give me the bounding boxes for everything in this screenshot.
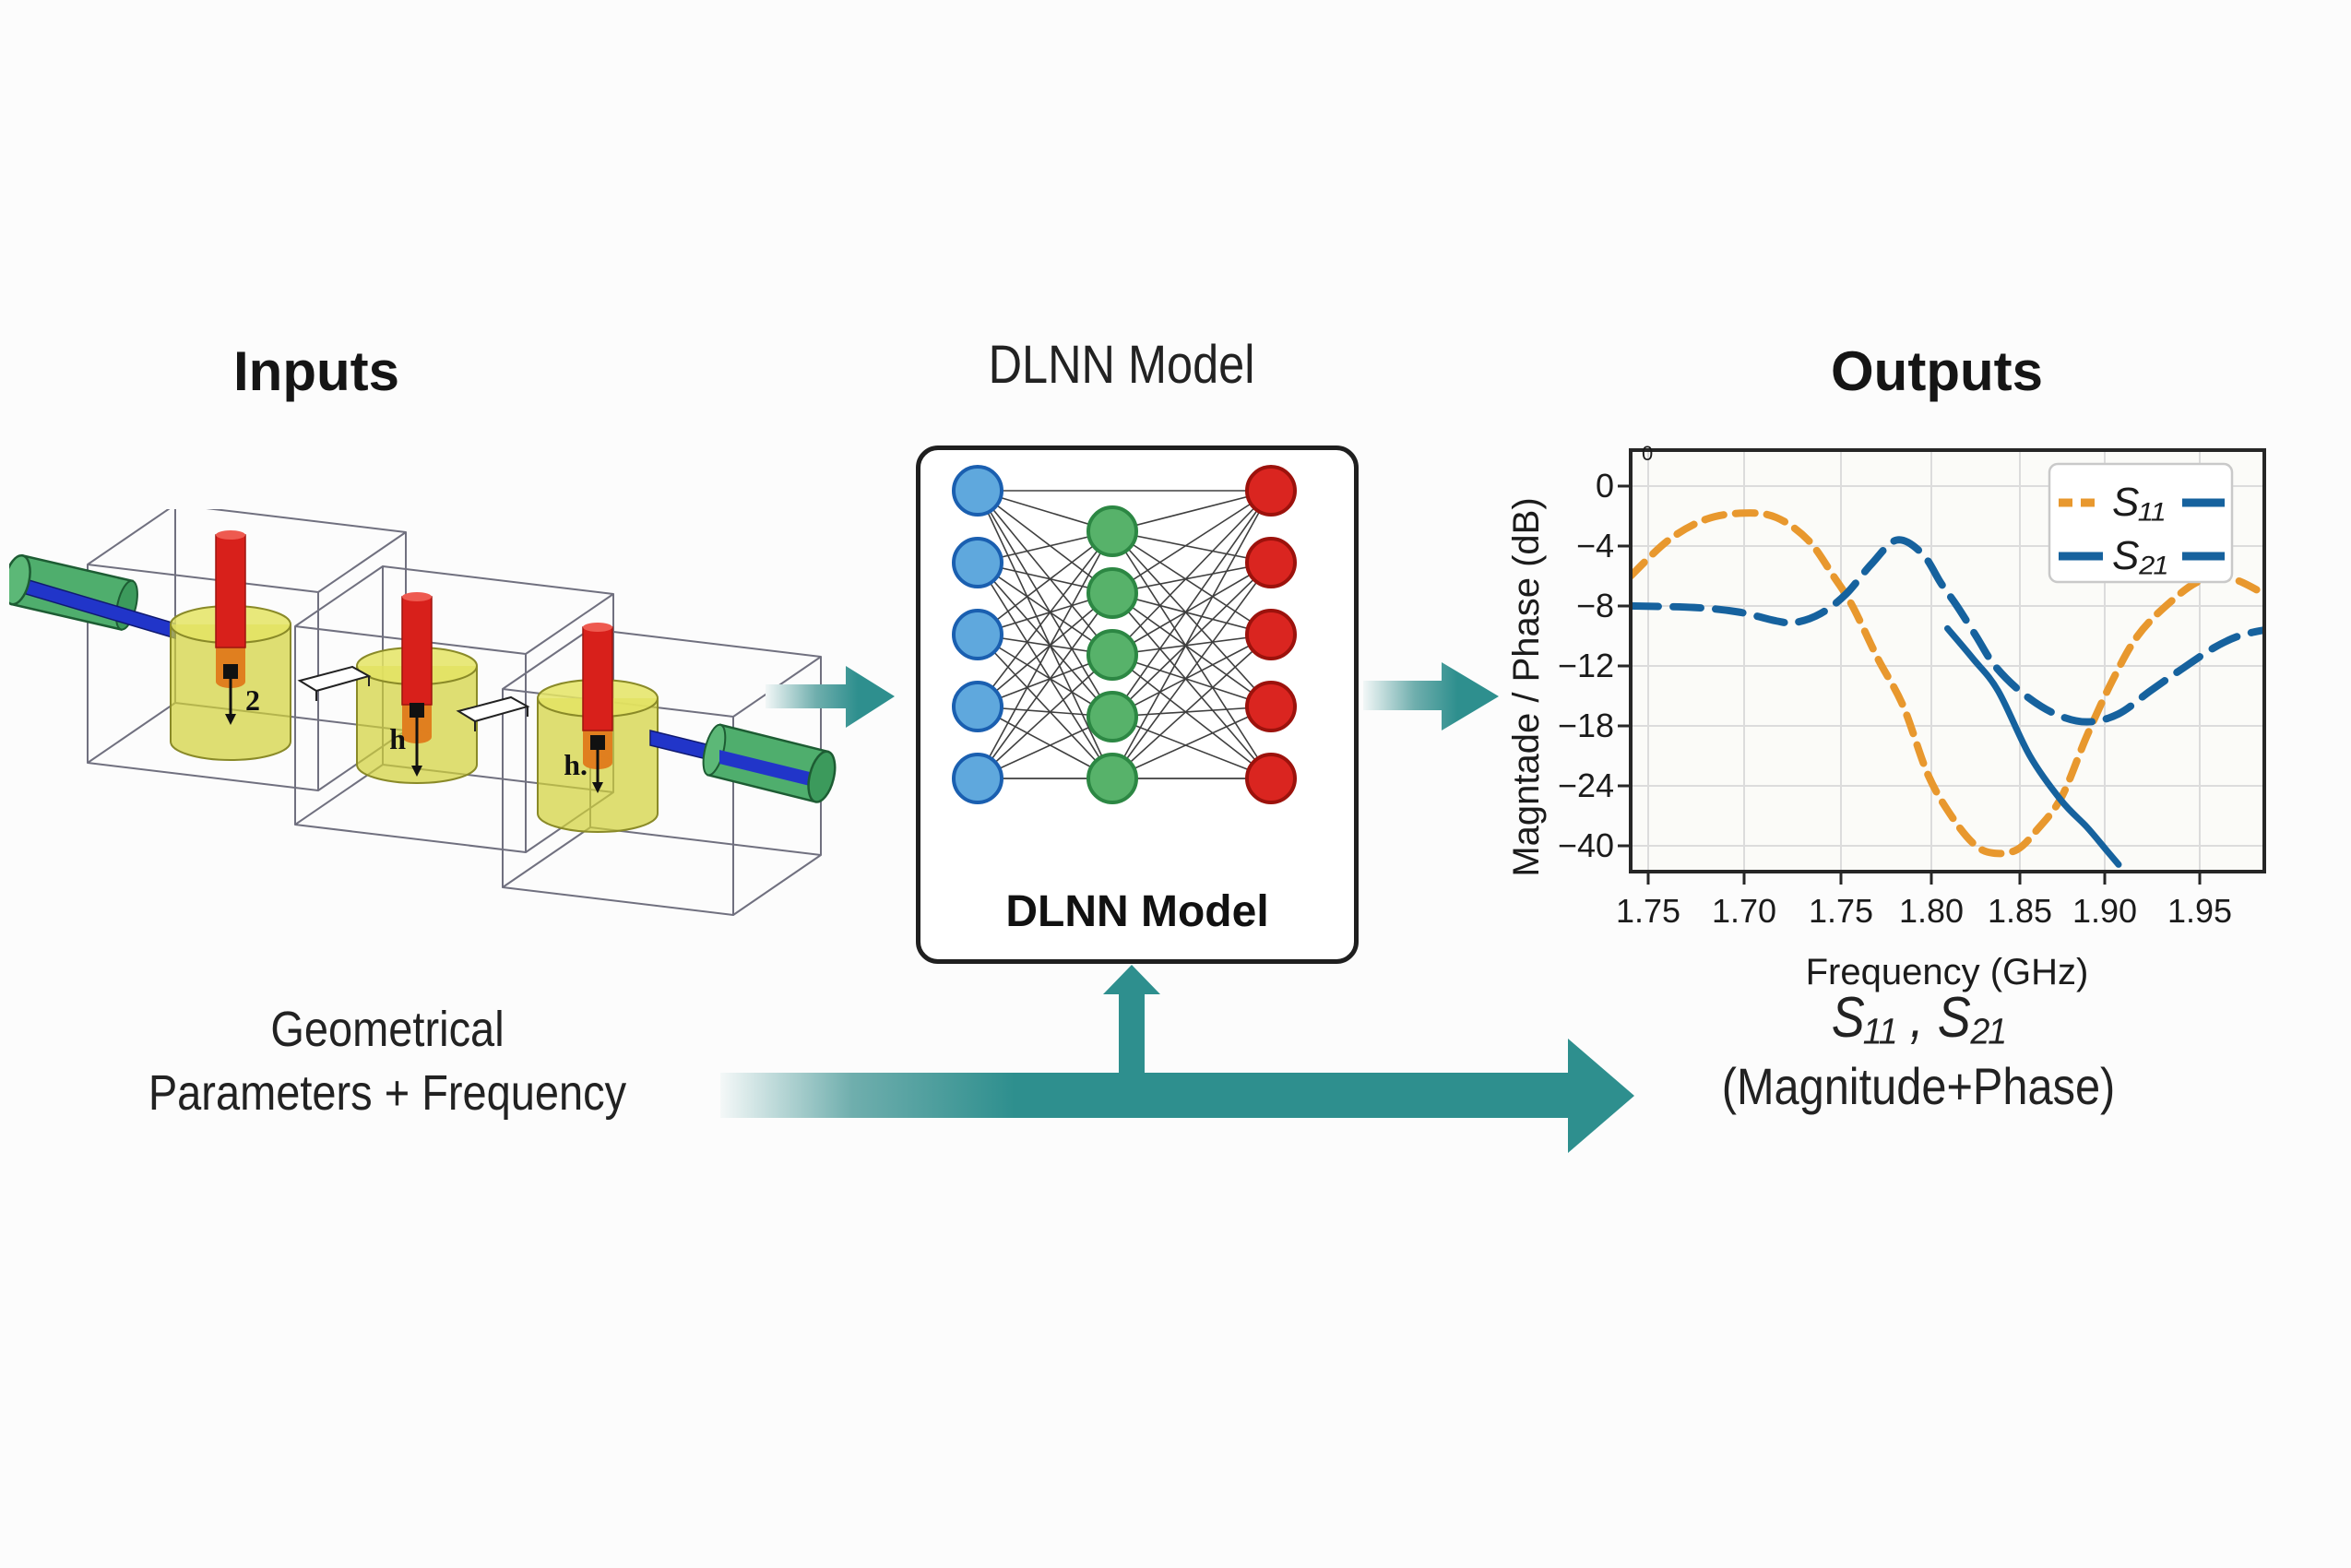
nn-node-output-1 (1245, 537, 1297, 588)
x-tick-3: 1.80 (1899, 892, 1964, 930)
chart-legend: S₁₁ S₂₁ (2048, 462, 2234, 584)
x-tick-0: 1.75 (1616, 892, 1680, 930)
nn-node-hidden-4 (1086, 753, 1138, 804)
y-tick-2: −8 (1576, 587, 1614, 624)
y-tick-5: −24 (1558, 766, 1614, 804)
nn-node-output-4 (1245, 753, 1297, 804)
x-tick-1: 1.70 (1712, 892, 1776, 930)
nn-node-input-2 (952, 609, 1003, 660)
x-tick-6: 1.95 (2167, 892, 2232, 930)
sparams-chart: 0 −4 −8 −12 −18 −24 −40 1.75 1.70 1.75 1… (1506, 442, 2266, 992)
legend-label-s11: S₁₁ (2112, 480, 2165, 525)
curve-S21-dashed (1633, 536, 2262, 726)
x-tick-4: 1.85 (1988, 892, 2052, 930)
resonator-label-1: 2 (245, 683, 260, 717)
nn-node-hidden-1 (1086, 567, 1138, 619)
coax-connector-left (9, 553, 176, 640)
nn-node-input-4 (952, 753, 1003, 804)
y-axis-title: Magntade / Phase (dB) (1506, 497, 1547, 876)
coax-connector-right (649, 723, 837, 803)
x-axis-title: Frequency (GHz) (1806, 952, 2089, 992)
resonator-label-3: h. (564, 748, 588, 781)
x-tick-2: 1.75 (1809, 892, 1873, 930)
chart-spines (1629, 448, 2266, 873)
x-tick-labels: 1.75 1.70 1.75 1.80 1.85 1.90 1.95 (1616, 892, 2232, 930)
nn-node-input-1 (952, 537, 1003, 588)
chart-curves (1633, 509, 2262, 868)
curve-S11 (1633, 509, 2262, 858)
chart-ticks (1618, 484, 2202, 885)
caption-line-2: Parameters + Frequency (148, 1065, 627, 1122)
y-tick-0: 0 (1596, 467, 1614, 505)
outputs-result-caption: S₁₁ , S₂₁ (Magnitude+Phase) (1660, 985, 2177, 1116)
resonator-depth-markers: 2 h h. (223, 664, 605, 793)
result-sparams: S₁₁ , S₂₁ (1831, 986, 2006, 1050)
y-tick-labels: 0 −4 −8 −12 −18 −24 −40 (1558, 467, 1614, 864)
nn-node-hidden-0 (1086, 505, 1138, 557)
result-magnitude-phase: (Magnitude+Phase) (1721, 1057, 2116, 1115)
y-tick-4: −18 (1558, 707, 1614, 744)
geometrical-parameters-caption: Geometrical Parameters + Frequency (123, 998, 652, 1125)
outputs-title: Outputs (1831, 340, 2043, 402)
nn-node-hidden-2 (1086, 629, 1138, 681)
y-tick-1: −4 (1576, 527, 1614, 564)
coupling-slots (297, 665, 530, 731)
nn-node-input-0 (952, 465, 1003, 517)
model-title: DLNN Model (988, 335, 1255, 395)
arrow-params-up-to-model (1103, 965, 1160, 1098)
nn-node-output-2 (1245, 609, 1297, 660)
neural-network (952, 465, 1297, 804)
cavity-filter-3d-model: 2 h h. (9, 509, 837, 916)
nn-node-output-3 (1245, 681, 1297, 732)
y-tick-3: −12 (1558, 647, 1614, 684)
dlnn-model-box: DLNN Model (916, 445, 1359, 964)
nn-node-hidden-3 (1086, 691, 1138, 742)
x-tick-5: 1.90 (2072, 892, 2137, 930)
inputs-title: Inputs (233, 340, 399, 402)
y-tick-6: −40 (1558, 826, 1614, 864)
nn-node-output-0 (1245, 465, 1297, 517)
curve-S21-solid (1944, 624, 2122, 868)
chart-grid (1631, 450, 2264, 872)
resonator-label-2: h (389, 722, 406, 755)
corner-zero-label: 0 (1642, 442, 1653, 465)
dlnn-box-label: DLNN Model (1005, 887, 1269, 936)
arrow-model-to-outputs (1363, 662, 1499, 731)
nn-node-input-3 (952, 681, 1003, 732)
arrow-params-to-outputs (720, 1039, 1634, 1153)
legend-label-s21: S₂₁ (2112, 533, 2167, 578)
caption-line-1: Geometrical (270, 1002, 505, 1057)
